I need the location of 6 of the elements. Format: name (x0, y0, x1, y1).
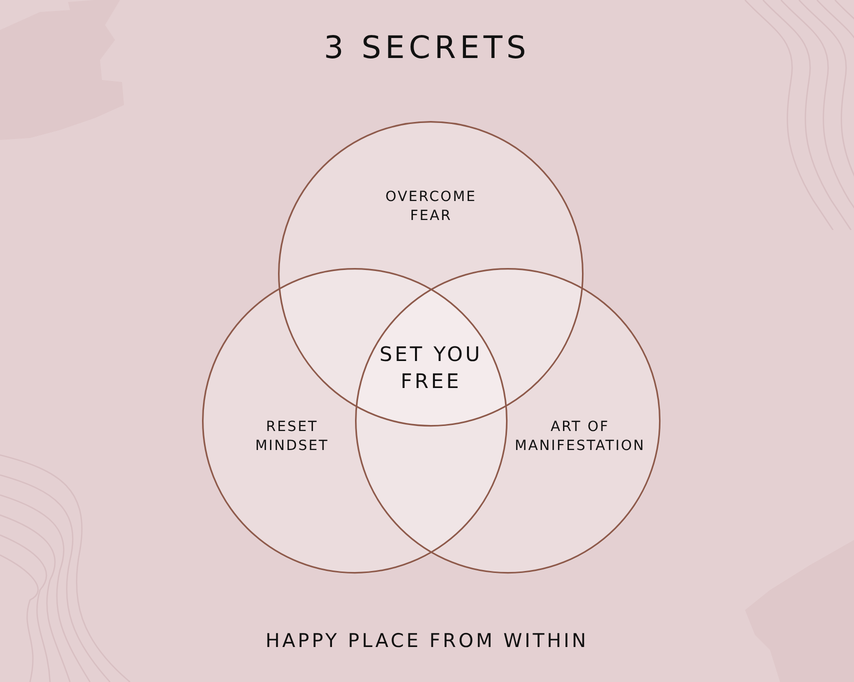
circle-label: ART OF MANIFESTATION (514, 418, 646, 456)
circle-label: RESET MINDSET (254, 418, 330, 456)
circle-label: OVERCOME FEAR (384, 188, 478, 226)
overlap-label: SET YOU FREE (373, 341, 489, 395)
diagram-caption: HAPPY PLACE FROM WITHIN (264, 630, 590, 652)
diagram-title: 3 SECRETS (322, 30, 532, 66)
